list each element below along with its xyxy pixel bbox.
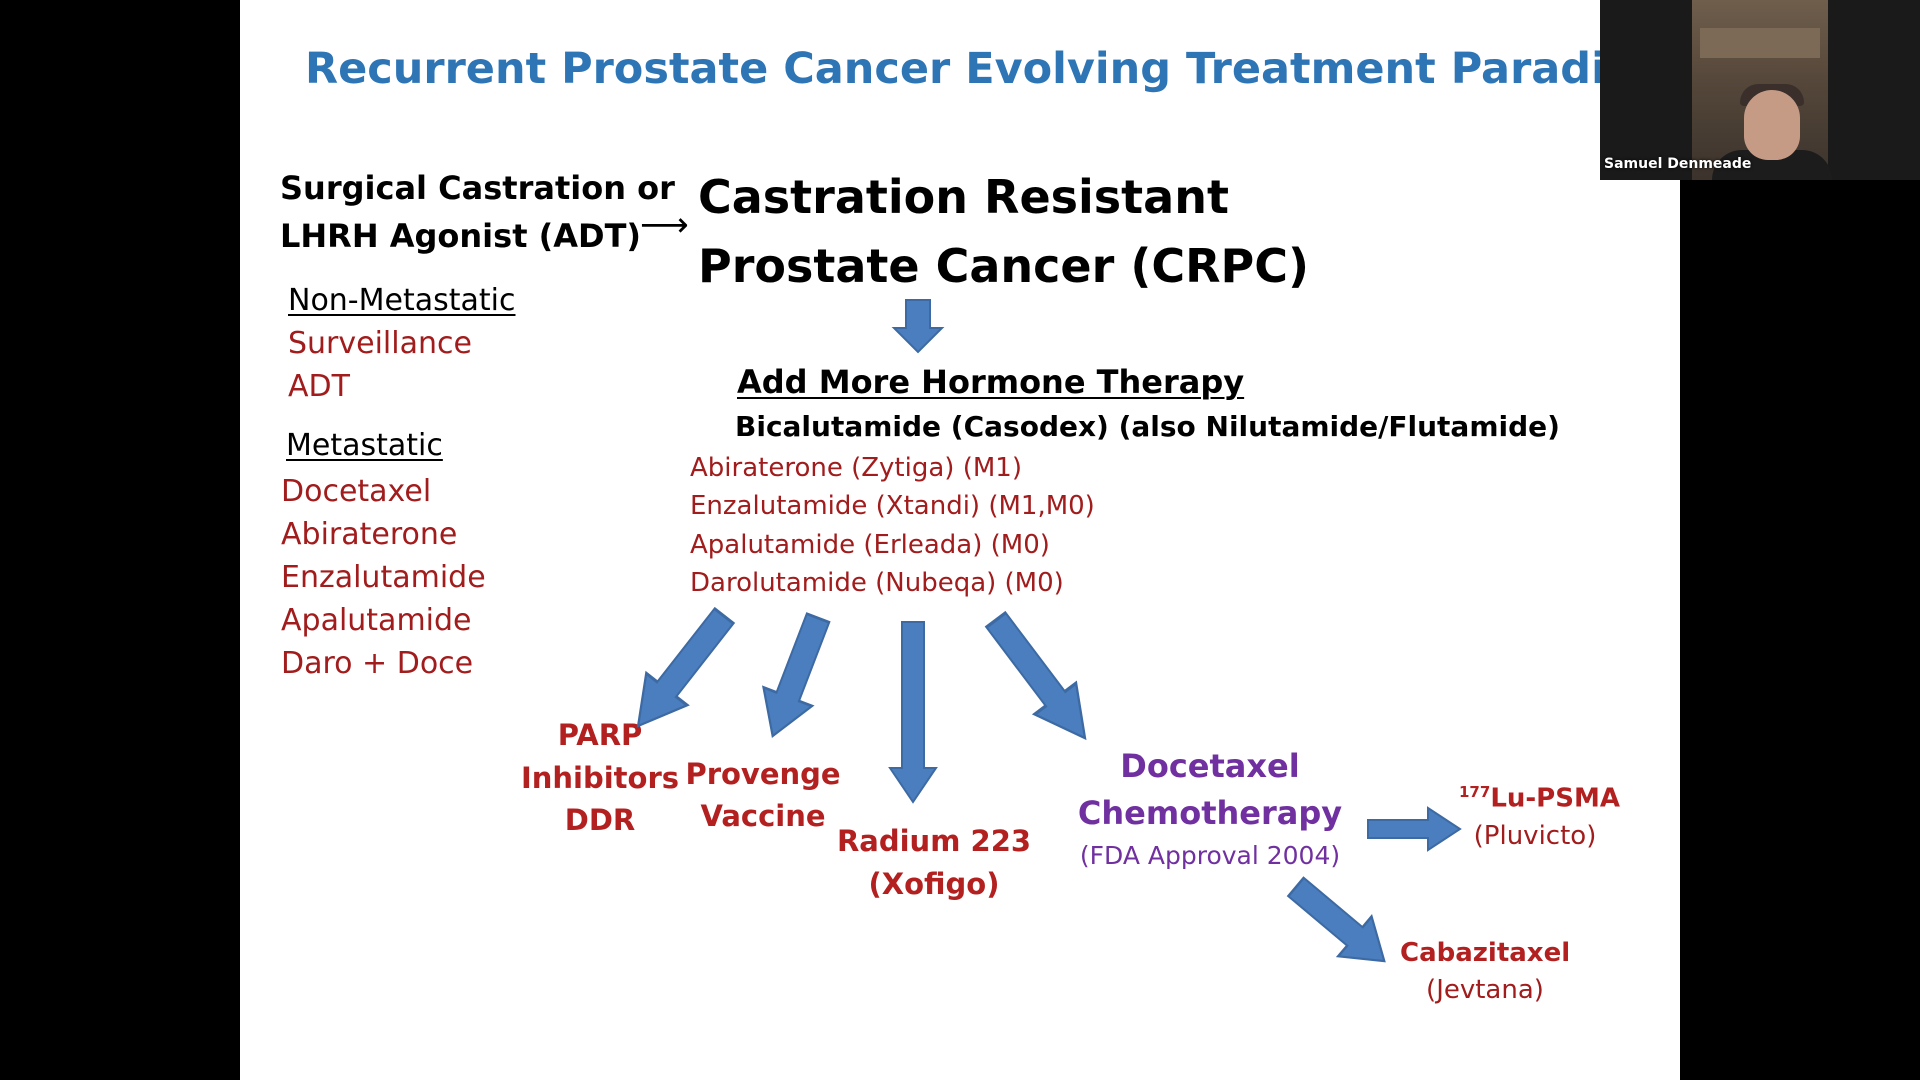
hormone-therapy-item: Apalutamide (Erleada) (M0) [690, 530, 1050, 560]
participant-name: Samuel Denmeade [1604, 156, 1752, 172]
non-metastatic-item: Surveillance [288, 326, 472, 361]
provenge-line: Vaccine [700, 799, 826, 833]
slide-title: Recurrent Prostate Cancer Evolving Treat… [305, 44, 1682, 94]
crpc-line1: Castration Resistant [698, 170, 1229, 224]
hormone-therapy-item: Darolutamide (Nubeqa) (M0) [690, 568, 1064, 598]
parp-line: PARP [557, 718, 643, 752]
metastatic-item: Docetaxel [281, 474, 432, 509]
provenge-line: Provenge [685, 757, 841, 791]
hormone-therapy-subline: Bicalutamide (Casodex) (also Nilutamide/… [735, 410, 1560, 443]
jevtana-label: (Jevtana) [1426, 975, 1544, 1005]
parp-line: Inhibitors [520, 761, 680, 795]
lu-psma-label: 177Lu-PSMA [1459, 785, 1620, 812]
metastatic-item: Enzalutamide [281, 560, 486, 595]
metastatic-item: Daro + Doce [281, 646, 474, 681]
non-metastatic-heading: Non-Metastatic [288, 283, 516, 318]
metastatic-item: Abiraterone [281, 517, 458, 552]
participant-video-tile[interactable]: Samuel Denmeade [1600, 0, 1920, 180]
metastatic-heading: Metastatic [286, 428, 443, 463]
non-metastatic-item: ADT [288, 369, 350, 404]
hormone-therapy-item: Abiraterone (Zytiga) (M1) [690, 453, 1022, 483]
initial-therapy-line1: Surgical Castration or [280, 169, 675, 207]
isotope-superscript: 177 [1459, 783, 1491, 801]
lu-psma-name: Lu-PSMA [1490, 783, 1620, 814]
radium-line: Radium 223 [836, 824, 1032, 858]
video-shelf [1700, 28, 1820, 58]
initial-therapy-line2: LHRH Agonist (ADT) [280, 217, 642, 255]
hormone-therapy-heading: Add More Hormone Therapy [737, 363, 1245, 401]
docetaxel-title: Docetaxel [1120, 747, 1300, 785]
crpc-line2: Prostate Cancer (CRPC) [698, 239, 1310, 293]
participant-face [1744, 90, 1800, 160]
right-arrow-icon: ⟶ [640, 205, 689, 245]
chemotherapy-title: Chemotherapy [1077, 794, 1343, 832]
radium-line: (Xofigo) [868, 867, 1000, 901]
pluvicto-label: (Pluvicto) [1473, 821, 1597, 851]
hormone-therapy-item: Enzalutamide (Xtandi) (M1,M0) [690, 491, 1095, 521]
metastatic-item: Apalutamide [281, 603, 472, 638]
presentation-slide [240, 0, 1680, 1080]
fda-approval-note: (FDA Approval 2004) [1079, 841, 1341, 870]
parp-line: DDR [564, 803, 636, 837]
cabazitaxel-label: Cabazitaxel [1400, 938, 1571, 968]
